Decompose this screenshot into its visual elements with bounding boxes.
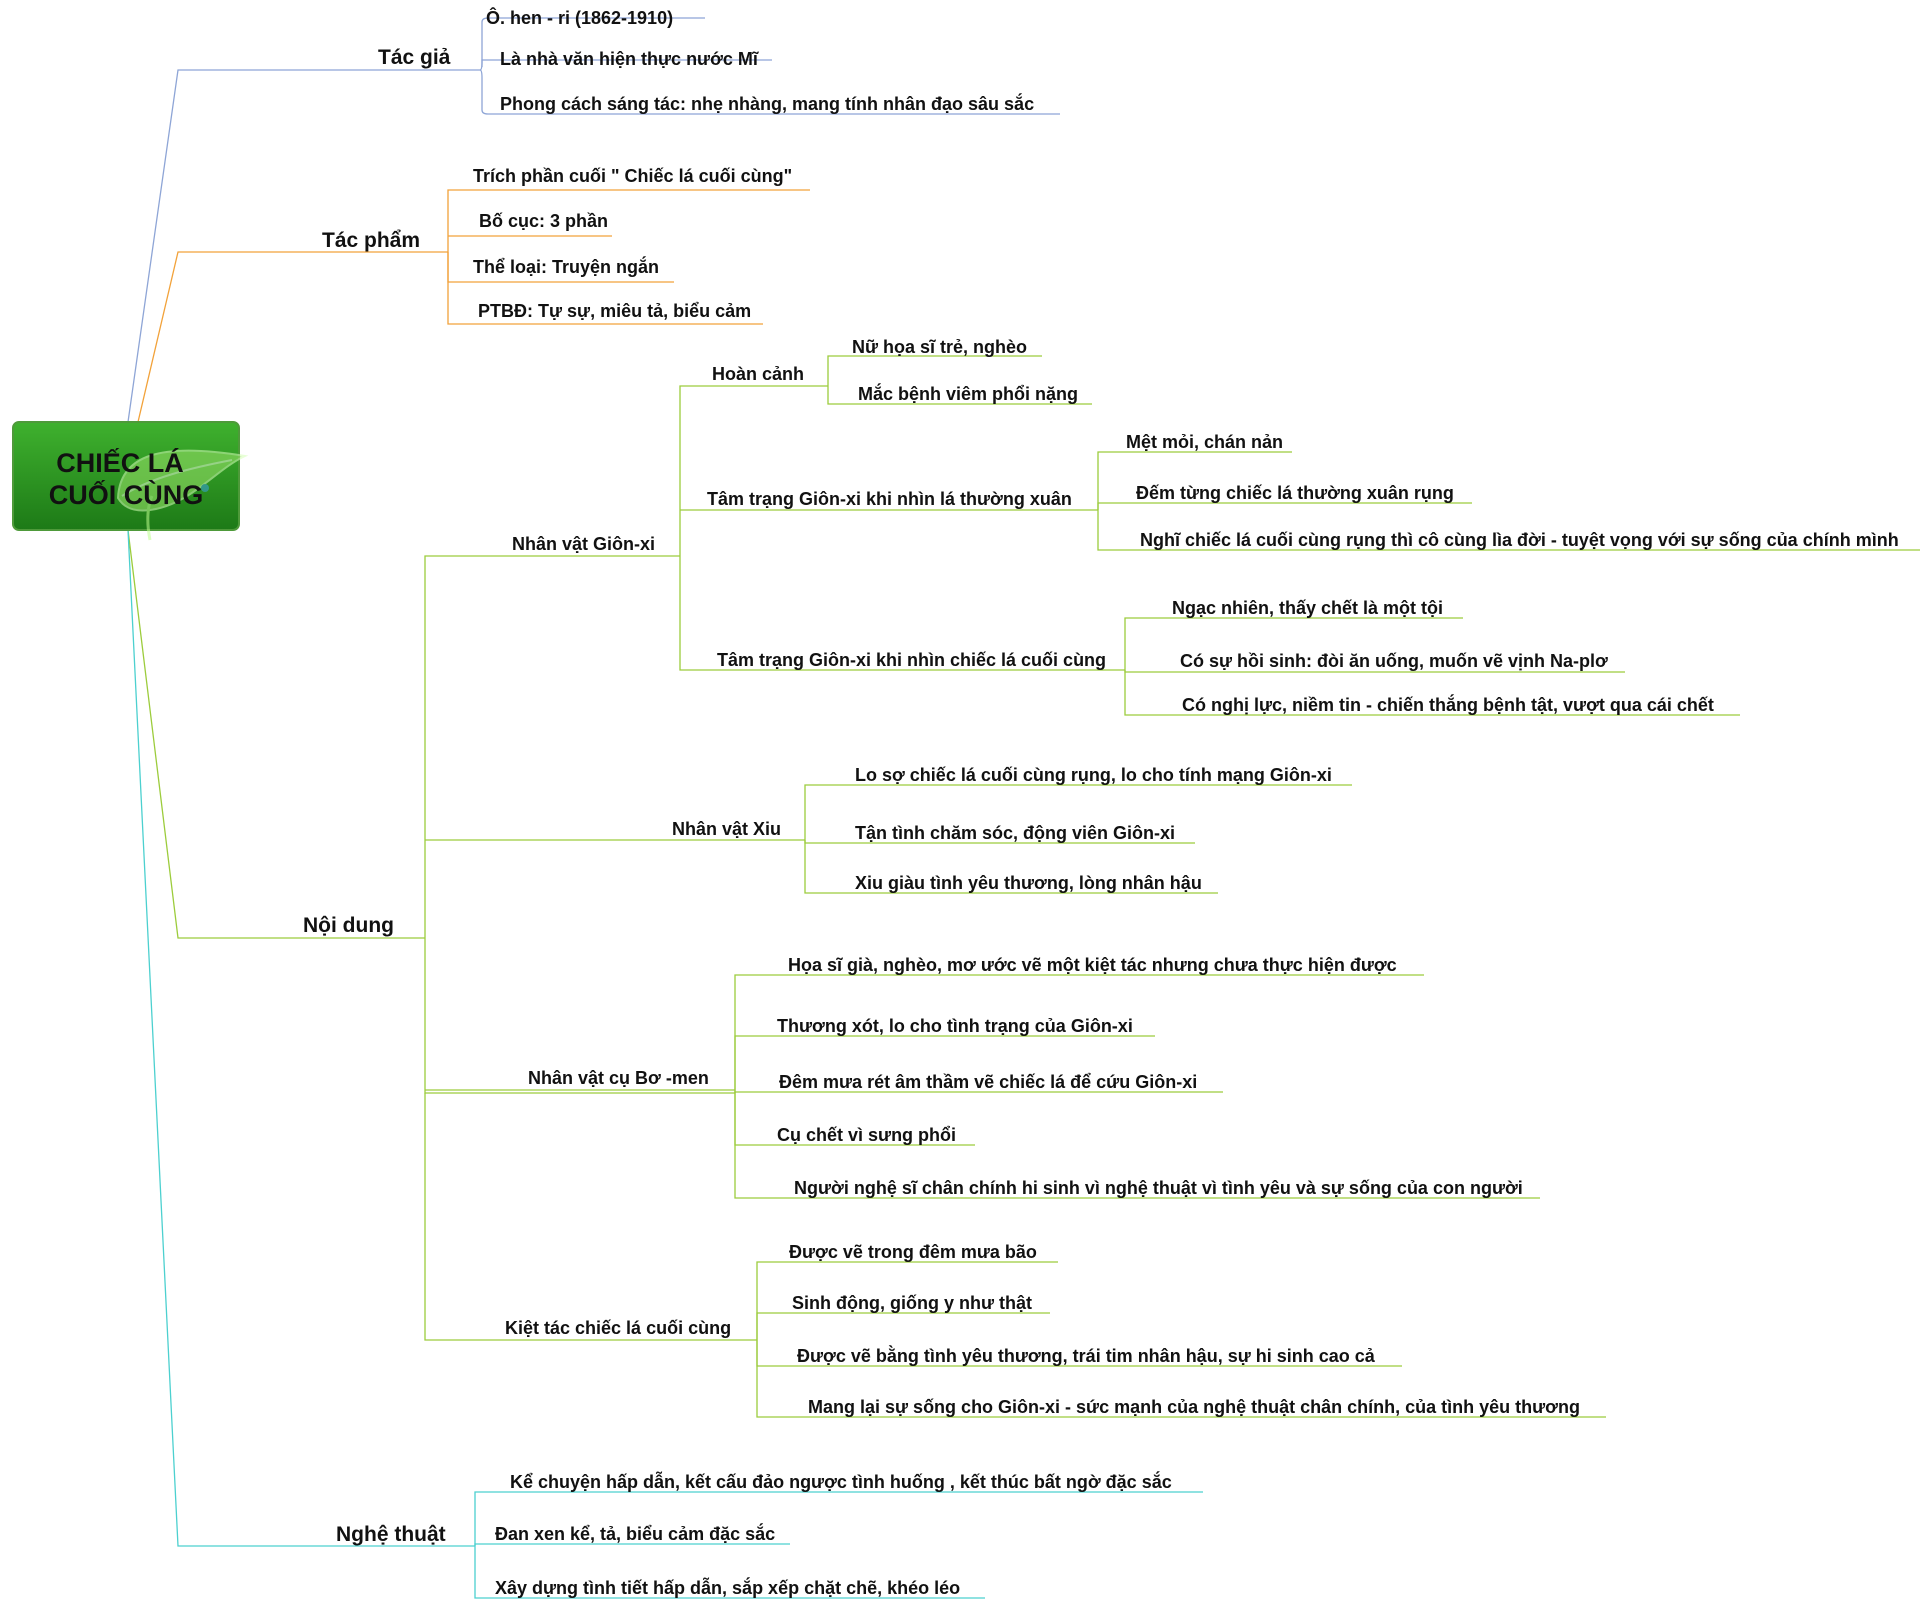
- behrman-item[interactable]: Họa sĩ già, nghèo, mơ ước vẽ một kiệt tá…: [788, 955, 1397, 975]
- behrman-node[interactable]: Nhân vật cụ Bơ -men: [528, 1068, 709, 1088]
- root-title-line2: CUỐI CÙNG: [49, 478, 204, 510]
- masterpiece-item[interactable]: Được vẽ trong đêm mưa bão: [789, 1242, 1037, 1262]
- author-item[interactable]: Phong cách sáng tác: nhẹ nhàng, mang tín…: [500, 93, 1034, 114]
- root-title-line1: CHIẾC LÁ: [56, 447, 184, 478]
- branch-work[interactable]: Tác phẩm: [322, 229, 420, 252]
- mood-ivy-item[interactable]: Mệt mỏi, chán nản: [1126, 432, 1283, 452]
- content-connectors: [127, 355, 1920, 1418]
- mood-last-leaf-item[interactable]: Có nghị lực, niềm tin - chiến thắng bệnh…: [1182, 694, 1714, 715]
- work-item[interactable]: Trích phần cuối " Chiếc lá cuối cùng": [473, 166, 792, 186]
- art-item[interactable]: Đan xen kể, tả, biểu cảm đặc sắc: [495, 1523, 775, 1544]
- masterpiece-item[interactable]: Mang lại sự sống cho Giôn-xi - sức mạnh …: [808, 1397, 1580, 1417]
- sue-item[interactable]: Tận tình chăm sóc, động viên Giôn-xi: [855, 823, 1175, 843]
- root-node[interactable]: CHIẾC LÁ CUỐI CÙNG: [12, 421, 249, 541]
- sue-node[interactable]: Nhân vật Xiu: [672, 819, 781, 839]
- johnsy-node[interactable]: Nhân vật Giôn-xi: [512, 534, 655, 554]
- branch-art[interactable]: Nghệ thuật: [336, 1523, 446, 1546]
- author-item[interactable]: Ô. hen - ri (1862-1910): [486, 7, 673, 28]
- art-connectors: [127, 529, 1203, 1599]
- mood-ivy-node[interactable]: Tâm trạng Giôn-xi khi nhìn lá thường xuâ…: [707, 489, 1072, 509]
- mood-last-leaf-item[interactable]: Có sự hồi sinh: đòi ăn uống, muốn vẽ vịn…: [1180, 651, 1608, 671]
- circumstance-node[interactable]: Hoàn cảnh: [712, 364, 804, 384]
- branch-content[interactable]: Nội dung: [303, 914, 394, 937]
- masterpiece-node[interactable]: Kiệt tác chiếc lá cuối cùng: [505, 1318, 731, 1338]
- mood-ivy-item[interactable]: Đếm từng chiếc lá thường xuân rụng: [1136, 483, 1454, 503]
- author-item[interactable]: Là nhà văn hiện thực nước Mĩ: [500, 49, 759, 69]
- behrman-item[interactable]: Thương xót, lo cho tình trạng của Giôn-x…: [777, 1016, 1133, 1036]
- branch-author[interactable]: Tác giả: [378, 46, 451, 69]
- art-item[interactable]: Xây dựng tình tiết hấp dẫn, sắp xếp chặt…: [495, 1577, 960, 1598]
- work-item[interactable]: Thể loại: Truyện ngắn: [473, 256, 659, 277]
- art-item[interactable]: Kể chuyện hấp dẫn, kết cấu đảo ngược tìn…: [510, 1471, 1172, 1492]
- behrman-item[interactable]: Cụ chết vì sưng phổi: [777, 1125, 956, 1145]
- mood-last-leaf-item[interactable]: Ngạc nhiên, thấy chết là một tội: [1172, 598, 1443, 618]
- work-connectors: [137, 189, 810, 423]
- behrman-item[interactable]: Đêm mưa rét âm thầm vẽ chiếc lá để cứu G…: [779, 1072, 1197, 1092]
- sue-item[interactable]: Xiu giàu tình yêu thương, lòng nhân hậu: [855, 873, 1202, 893]
- work-item[interactable]: Bố cục: 3 phần: [479, 211, 608, 231]
- mood-ivy-item[interactable]: Nghĩ chiếc lá cuối cùng rụng thì cô cùng…: [1140, 530, 1899, 550]
- work-item[interactable]: PTBĐ: Tự sự, miêu tả, biểu cảm: [478, 301, 751, 321]
- sue-item[interactable]: Lo sợ chiếc lá cuối cùng rụng, lo cho tí…: [855, 765, 1332, 785]
- leaf-icon: [116, 449, 249, 541]
- masterpiece-item[interactable]: Sinh động, giống y như thật: [792, 1293, 1032, 1313]
- mood-last-leaf-node[interactable]: Tâm trạng Giôn-xi khi nhìn chiếc lá cuối…: [717, 650, 1106, 670]
- masterpiece-item[interactable]: Được vẽ bằng tình yêu thương, trái tim n…: [797, 1345, 1376, 1366]
- author-connectors: [127, 17, 1060, 423]
- circumstance-item[interactable]: Nữ họa sĩ trẻ, nghèo: [852, 337, 1027, 357]
- circumstance-item[interactable]: Mắc bệnh viêm phổi nặng: [858, 383, 1078, 404]
- behrman-item[interactable]: Người nghệ sĩ chân chính hi sinh vì nghệ…: [794, 1178, 1523, 1198]
